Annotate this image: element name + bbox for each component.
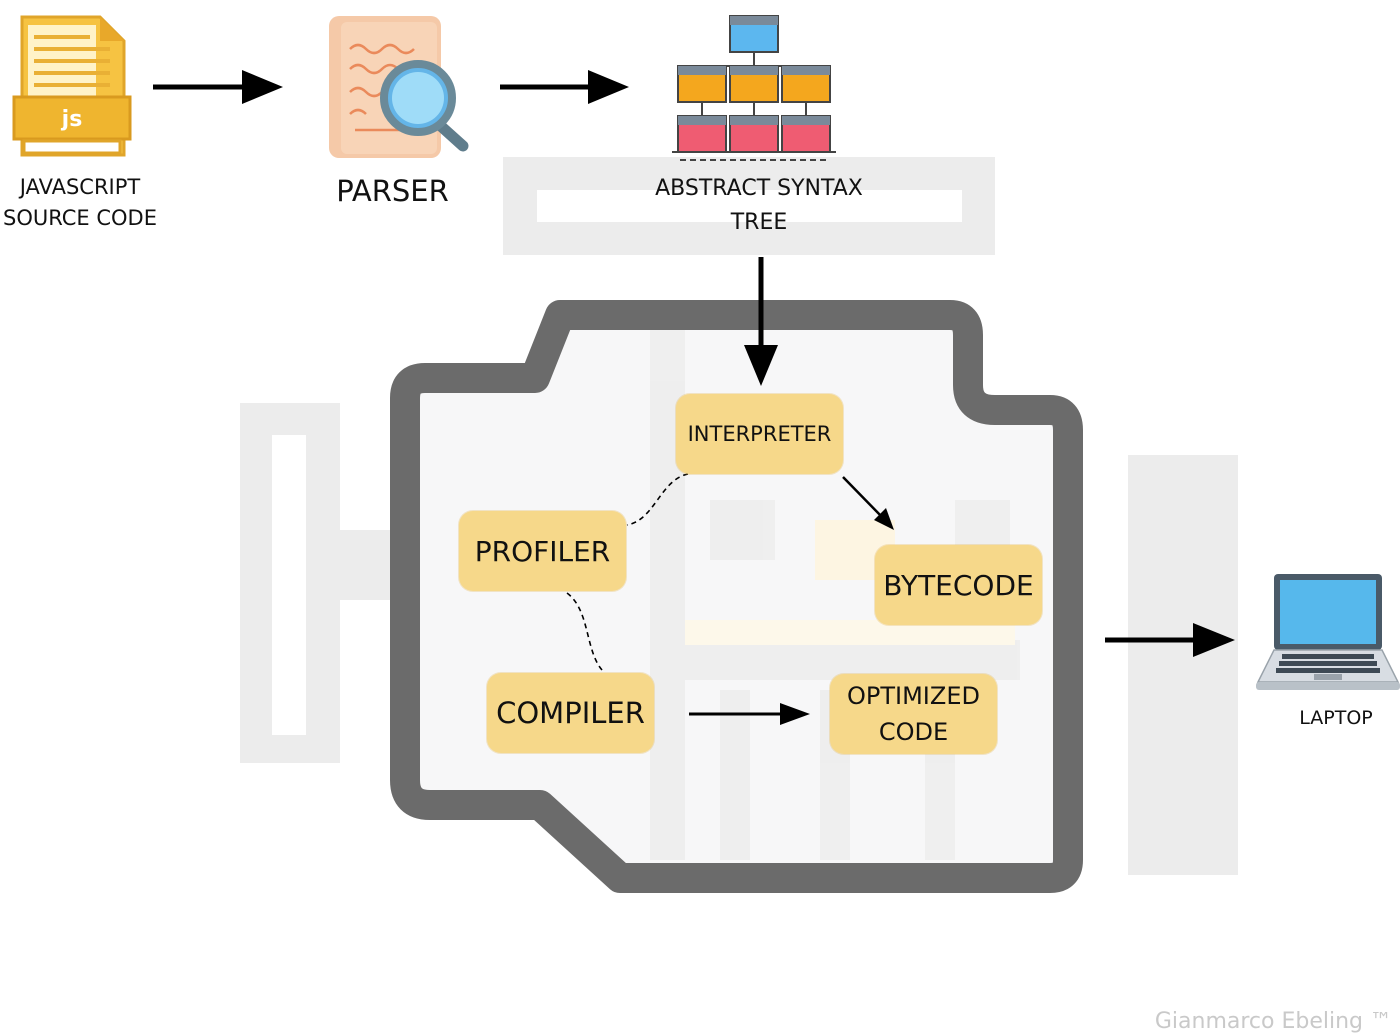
ast-label-line2: TREE bbox=[730, 210, 788, 235]
laptop-icon bbox=[1256, 574, 1400, 690]
optimized-code-box: OPTIMIZED CODE bbox=[830, 674, 997, 754]
profiler-label: PROFILER bbox=[474, 534, 611, 568]
source-code-label: JAVASCRIPT SOURCE CODE bbox=[0, 172, 160, 234]
profiler-box: PROFILER bbox=[459, 511, 626, 591]
author-watermark: Gianmarco Ebeling ™ bbox=[1154, 1009, 1392, 1034]
interpreter-label: INTERPRETER bbox=[687, 422, 832, 446]
laptop-label: LAPTOP bbox=[1299, 707, 1373, 729]
parser-magnifier-icon bbox=[329, 16, 469, 158]
optimized-code-label-line2: CODE bbox=[878, 718, 949, 746]
ast-label-line1: ABSTRACT SYNTAX bbox=[655, 176, 863, 201]
ast-label: ABSTRACT SYNTAX TREE bbox=[620, 172, 898, 240]
compiler-label: COMPILER bbox=[496, 696, 645, 730]
syntax-tree-icon bbox=[672, 15, 836, 161]
source-code-label-line1: JAVASCRIPT bbox=[19, 175, 141, 199]
parser-label: PARSER bbox=[336, 174, 449, 208]
js-file-icon: js bbox=[12, 15, 132, 157]
interpreter-box: INTERPRETER bbox=[676, 394, 843, 474]
bytecode-label: BYTECODE bbox=[883, 568, 1034, 602]
compiler-box: COMPILER bbox=[487, 673, 654, 753]
source-code-label-line2: SOURCE CODE bbox=[2, 206, 157, 230]
bytecode-box: BYTECODE bbox=[875, 545, 1042, 625]
optimized-code-label-line1: OPTIMIZED bbox=[847, 682, 980, 710]
js-icon-text: js bbox=[61, 107, 83, 132]
